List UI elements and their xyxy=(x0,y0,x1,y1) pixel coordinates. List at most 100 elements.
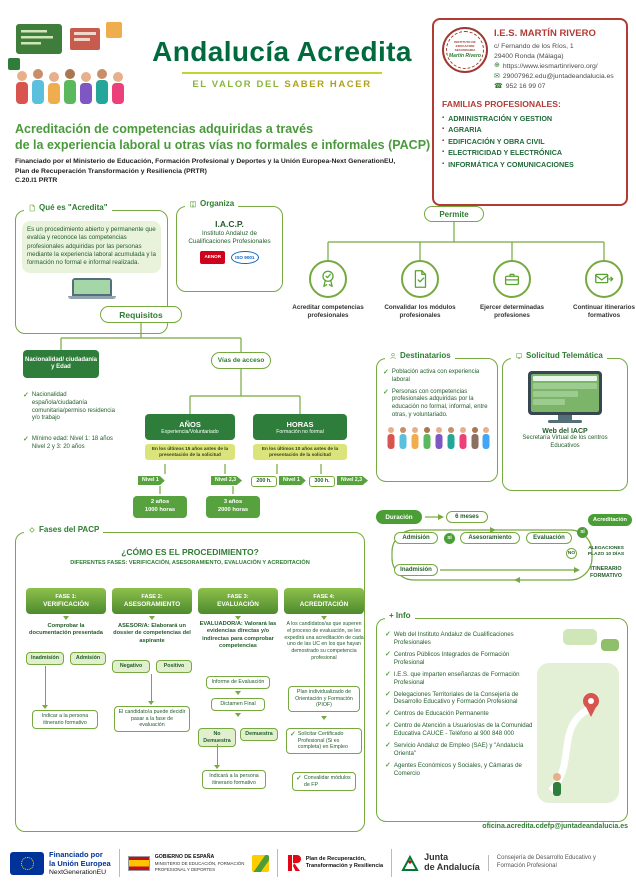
fases-subheading: DIFERENTES FASES: VERIFICACIÓN, ASESORAM… xyxy=(70,560,310,566)
footer-divider xyxy=(391,849,393,877)
check-icon: ✓ xyxy=(383,388,389,396)
fp-dual-logo xyxy=(251,854,269,872)
prtr-line1: Plan de Recuperación, xyxy=(305,856,366,863)
nacionalidad-node: Nacionalidad/ ciudadanía y Edad xyxy=(23,350,99,378)
flow-evaluacion: Evaluación xyxy=(526,532,572,544)
funding-text: Financiado por el Ministerio de Educació… xyxy=(15,157,433,186)
check-icon: ✓ xyxy=(385,650,391,658)
fase1-outcome-admision: Admisión xyxy=(70,652,106,665)
organiza-tab: Organiza xyxy=(185,200,239,208)
gobierno-name: GOBIERNO DE ESPAÑA xyxy=(154,854,215,860)
anos-title: AÑOS xyxy=(179,419,201,429)
solicitud-box: Solicitud Telemática Web del IACP Secret… xyxy=(502,352,628,491)
info-box: + Info ✓Web del Instituto Andaluz de Cua… xyxy=(376,612,628,822)
flow-si-1: SÍ xyxy=(444,533,455,544)
flow-acreditacion: Acreditación xyxy=(588,514,632,526)
permite-item-label: Convalidar los módulos profesionales xyxy=(384,304,456,320)
subtitle-prefix: EL VALOR DEL xyxy=(192,79,281,90)
envelope-icon: ✉ xyxy=(494,72,500,80)
document-icon xyxy=(29,204,35,212)
info-item: ✓Delegaciones Territoriales de la Consej… xyxy=(385,690,519,706)
organiza-box: Organiza I.A.C.P. Instituto Andaluz de C… xyxy=(176,200,283,292)
fases-columns: FASE 1: VERIFICACIÓN Comprobar la docume… xyxy=(24,588,364,802)
junta-andalucia-logo xyxy=(401,854,419,871)
school-stamp-logo: INSTITUTO DE EDUCACIÓN SECUNDARIA Martín… xyxy=(442,27,488,73)
check-icon: ✓ xyxy=(23,436,29,443)
info-item: ✓I.E.S. que imparten enseñanzas de Forma… xyxy=(385,670,520,686)
anos-subtitle: Experiencia/Voluntariado xyxy=(161,428,219,435)
envelope-arrow-icon xyxy=(585,260,623,298)
family-item: ▪AGRARIA xyxy=(442,124,618,136)
family-label: AGRARIA xyxy=(448,125,482,135)
permite-section: Permite Acreditar competencias profesion… xyxy=(290,202,635,350)
info-item: ✓Web del Instituto Andaluz de Cualificac… xyxy=(385,631,514,646)
computer-illustration xyxy=(528,371,602,415)
permite-connector-lines xyxy=(327,222,605,260)
prtr-line2: Transformación y Resiliencia xyxy=(305,863,384,869)
subtitle-emphasis: SABER HACER xyxy=(284,79,372,90)
destinatarios-item2: ✓ Personas con competencias profesionale… xyxy=(383,388,488,418)
fase3-informe: Informe de Evaluación xyxy=(206,676,270,689)
consejeria-name: Consejería de Desarrollo Educativo y For… xyxy=(487,855,608,871)
monitor-foot xyxy=(548,420,582,423)
requisitos-label: Requisitos xyxy=(100,306,182,323)
prtr-logo xyxy=(287,855,301,871)
poster-title: Andalucía Acredita xyxy=(152,36,412,67)
check-icon: ✓ xyxy=(385,761,391,769)
fase4-header: FASE 4: ACREDITACIÓN xyxy=(284,588,364,614)
solicitud-line1: Web del IACP xyxy=(542,428,588,435)
intro-heading-block: Acreditación de competencias adquiridas … xyxy=(15,122,433,186)
junta-block: Junta de Andalucía xyxy=(400,852,480,873)
gobierno-block: GOBIERNO DE ESPAÑA MINISTERIO DE EDUCACI… xyxy=(127,854,269,872)
info-item: ✓Centros Públicos Integrados de Formació… xyxy=(385,650,510,666)
bullet-icon: ▪ xyxy=(442,149,445,156)
family-label: INFORMÁTICA Y COMUNICACIONES xyxy=(448,159,574,169)
horas-node: HORAS Formación no formal xyxy=(253,414,347,440)
flow-connector-lines xyxy=(391,514,593,583)
school-email-link[interactable]: 29007962.edu@juntadeandalucia.es xyxy=(502,72,614,80)
horas-nivel23-value: 300 h. xyxy=(309,476,335,488)
fase1-outcome-inadmision: Inadmisión xyxy=(26,652,64,665)
duracion-value: 6 meses xyxy=(446,511,488,523)
que-es-tab: Qué es "Acredita" xyxy=(24,204,112,212)
school-name: I.E.S. MARTÍN RIVERO xyxy=(494,28,596,39)
destinatarios-tab: Destinatarios xyxy=(385,352,455,360)
info-item: ✓Agentes Económicos y Sociales, y Cámara… xyxy=(385,761,522,777)
eu-funding-line1: Financiado por xyxy=(49,850,103,859)
anos-node: AÑOS Experiencia/Voluntariado xyxy=(145,414,235,440)
fase4-check2: ✓ Convalidar módulos de FP xyxy=(292,772,356,792)
contact-email-link[interactable]: oficina.acredita.cdefp@juntadeandalucia.… xyxy=(482,823,628,830)
requisitos-connector-lines xyxy=(60,323,322,494)
check-icon: ✓ xyxy=(385,722,391,730)
permite-label: Permite xyxy=(424,206,484,222)
check-icon: ✓ xyxy=(385,670,391,678)
footer: Financiado por la Unión Europea NextGene… xyxy=(0,840,636,886)
horas-note: En los últimos 10 años antes de la prese… xyxy=(253,444,347,461)
info-tab-label: + Info xyxy=(389,611,411,620)
family-item: ▪EDIFICACIÓN Y OBRA CIVIL xyxy=(442,136,618,148)
family-item: ▪INFORMÁTICA Y COMUNICACIONES xyxy=(442,159,618,171)
funding-line2: Plan de Recuperación Transformación y Re… xyxy=(15,167,207,175)
fase1-header: FASE 1: VERIFICACIÓN xyxy=(26,588,106,614)
eu-funding-block: Financiado por la Unión Europea NextGene… xyxy=(10,850,111,876)
fase2-body: ASESOR/A: Elaborará un dossier de compet… xyxy=(113,623,191,644)
fase3-note: Indicará a la persona itinerario formati… xyxy=(202,770,266,790)
ministerio-name: MINISTERIO DE EDUCACIÓN, FORMACIÓN PROFE… xyxy=(154,861,245,872)
family-label: ADMINISTRACIÓN Y GESTION xyxy=(448,113,553,123)
horas-nivel1-tag: Nivel 1 xyxy=(279,476,306,486)
flow-no: NO xyxy=(566,548,577,559)
fase2-outcome-negativo: Negativo xyxy=(112,660,150,673)
deco-shape xyxy=(563,629,597,645)
organiza-abbr: I.A.C.P. xyxy=(215,219,244,229)
school-address-line1: c/ Fernando de los Ríos, 1 xyxy=(494,42,574,50)
bullet-icon: ▪ xyxy=(442,126,445,133)
fase2-outcome-positivo: Positivo xyxy=(156,660,192,673)
info-tab: + Info xyxy=(385,612,415,620)
nacionalidad-item2: ✓ Mínimo edad: Nivel 1: 18 años Nivel 2 … xyxy=(23,436,113,450)
permite-item-label: Ejercer determinadas profesiones xyxy=(479,304,545,320)
school-website-link[interactable]: https://www.iesmartinrivero.org/ xyxy=(502,62,598,70)
info-item: ✓Centro de Atención a Usuarios/as de la … xyxy=(385,722,533,738)
fase3-dictamen: Dictamen Final xyxy=(211,698,265,711)
building-icon xyxy=(190,201,196,208)
